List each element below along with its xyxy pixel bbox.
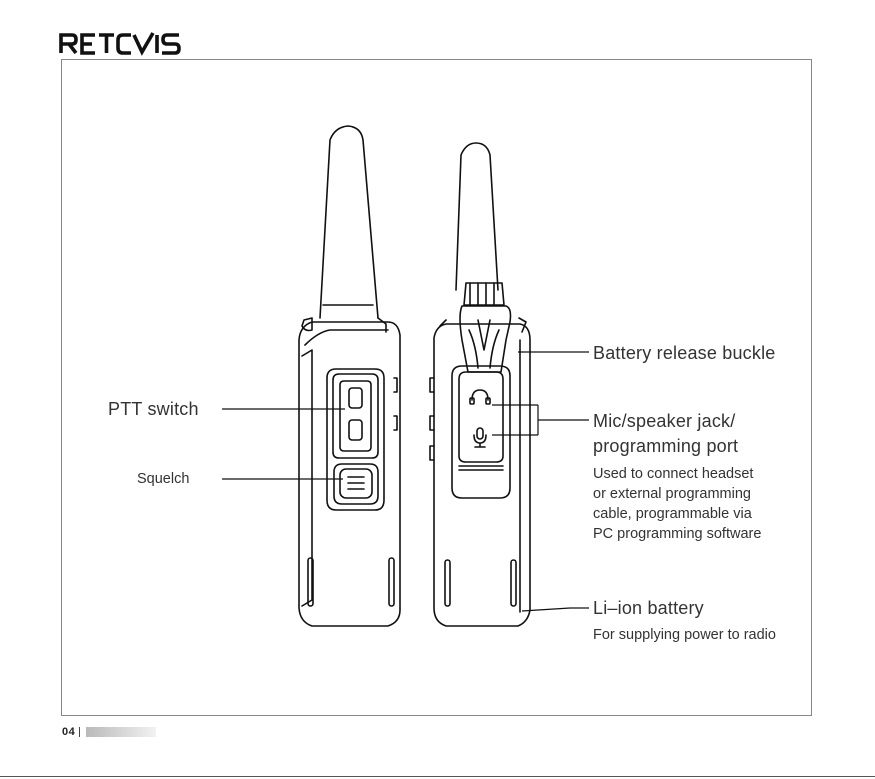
battery-label: Li–ion battery <box>593 598 704 619</box>
bottom-rule <box>0 776 875 777</box>
ptt-switch-label: PTT switch <box>108 399 199 420</box>
jack-desc-line: cable, programmable via <box>593 504 761 524</box>
footer-divider <box>79 727 80 737</box>
jack-desc-line: or external programming <box>593 484 761 504</box>
page-number: 04 <box>62 726 75 738</box>
battery-release-label: Battery release buckle <box>593 343 776 364</box>
jack-label-line1: Mic/speaker jack/ <box>593 411 735 432</box>
battery-description: For supplying power to radio <box>593 625 776 645</box>
jack-description: Used to connect headset or external prog… <box>593 464 761 544</box>
jack-desc-line: PC programming software <box>593 524 761 544</box>
jack-label-line2: programming port <box>593 436 738 457</box>
squelch-label: Squelch <box>137 469 189 489</box>
footer-gradient-bar <box>86 727 156 737</box>
jack-desc-line: Used to connect headset <box>593 464 761 484</box>
